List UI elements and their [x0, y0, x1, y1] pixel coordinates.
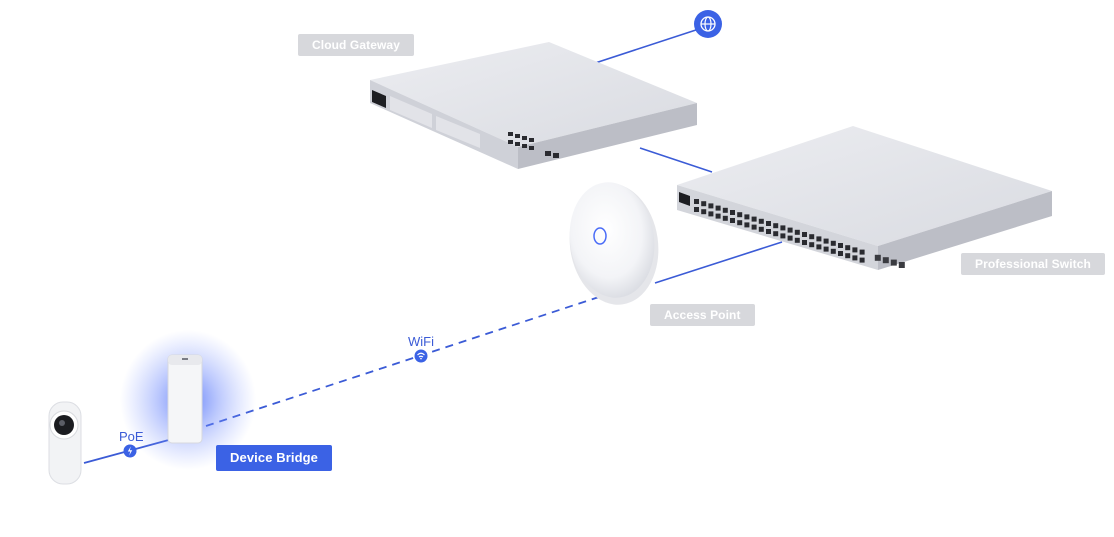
- switch-port: [816, 244, 822, 250]
- switch-port: [809, 242, 815, 248]
- switch-port: [730, 218, 735, 223]
- cloud-gateway-device: [370, 42, 697, 169]
- poe-link-label: PoE: [119, 429, 144, 444]
- switch-port: [838, 251, 843, 256]
- access-point-label: Access Point: [650, 304, 755, 326]
- ap-status-ring: [593, 227, 607, 245]
- switch-port: [823, 238, 829, 244]
- switch-port: [694, 199, 699, 204]
- switch-port: [794, 237, 800, 243]
- switch-ap-link-line: [654, 241, 783, 284]
- switch-port: [823, 246, 829, 252]
- switch-port: [722, 207, 728, 213]
- sfp-port: [882, 257, 889, 264]
- switch-port: [859, 257, 865, 263]
- switch-port: [722, 215, 728, 221]
- switch-port: [744, 214, 750, 220]
- switch-port: [715, 205, 721, 211]
- gateway-switch-link-line: [639, 147, 713, 173]
- switch-port: [780, 233, 786, 239]
- wifi-icon: [414, 349, 428, 363]
- camera-device: [48, 401, 82, 485]
- sfp-port: [898, 262, 905, 268]
- switch-port-grid: [694, 199, 905, 268]
- switch-port: [751, 216, 757, 222]
- switch-port: [715, 213, 721, 219]
- switch-port: [852, 247, 858, 253]
- switch-port: [737, 212, 743, 218]
- switch-port: [758, 218, 764, 224]
- professional-switch-label: Professional Switch: [961, 253, 1105, 275]
- switch-port: [787, 227, 793, 233]
- switch-port: [809, 234, 815, 240]
- switch-port: [852, 255, 858, 261]
- device-bridge-device: [120, 330, 256, 470]
- switch-port: [816, 236, 822, 242]
- cloud-gateway-label: Cloud Gateway: [298, 34, 414, 56]
- switch-port: [766, 221, 771, 226]
- switch-port: [744, 222, 750, 228]
- switch-port: [708, 211, 714, 217]
- switch-port: [694, 207, 699, 212]
- switch-port: [845, 245, 851, 251]
- plug-icon: [123, 444, 137, 458]
- switch-port: [708, 203, 714, 209]
- switch-port: [780, 225, 786, 231]
- switch-port: [838, 243, 843, 248]
- switch-port: [787, 235, 793, 241]
- access-point-device: [569, 182, 659, 305]
- switch-port: [758, 226, 764, 232]
- sfp-port: [874, 254, 881, 261]
- switch-port: [794, 229, 800, 235]
- switch-port: [773, 223, 779, 229]
- wifi-link-label: WiFi: [408, 334, 434, 349]
- switch-port: [701, 201, 707, 207]
- switch-port: [845, 253, 851, 259]
- ethernet-ports: [508, 132, 559, 158]
- switch-port: [737, 220, 743, 226]
- switch-port: [830, 240, 836, 246]
- globe-icon: [694, 10, 722, 38]
- switch-port: [802, 240, 807, 245]
- switch-port: [802, 232, 807, 237]
- switch-port: [701, 209, 707, 215]
- switch-port: [766, 229, 771, 234]
- switch-port: [730, 210, 735, 215]
- professional-switch-device: [677, 126, 1052, 270]
- switch-port: [751, 224, 757, 230]
- internet-link-line: [582, 27, 703, 68]
- switch-port: [773, 231, 779, 237]
- switch-port: [859, 249, 865, 255]
- wifi-link-line: [205, 293, 609, 427]
- switch-port: [830, 248, 836, 254]
- device-bridge-label[interactable]: Device Bridge: [216, 445, 333, 471]
- sfp-port: [890, 259, 897, 266]
